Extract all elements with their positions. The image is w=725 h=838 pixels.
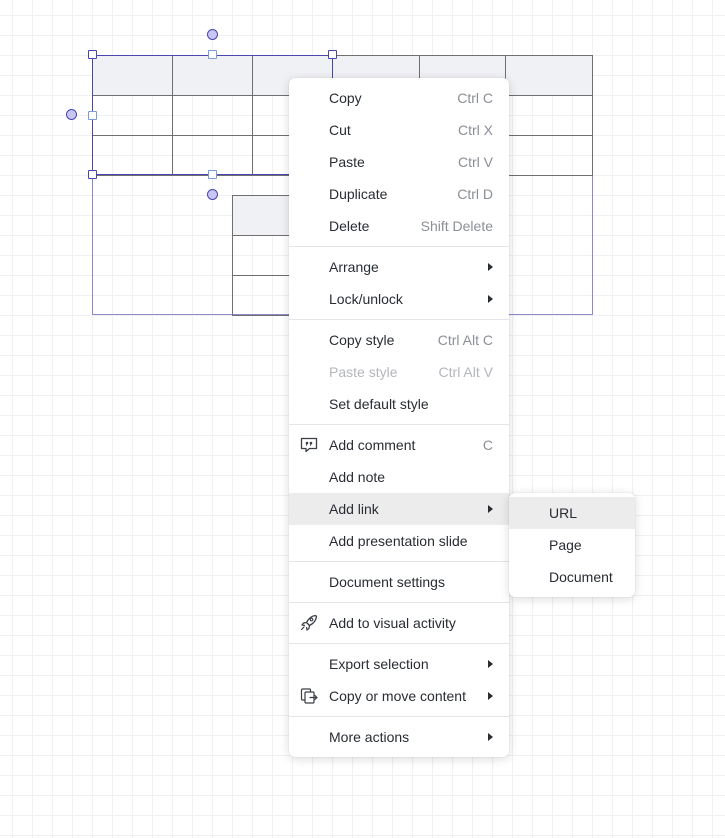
table-cell[interactable] [505, 95, 593, 136]
menu-item-label: Arrange [329, 259, 379, 275]
menu-item-more-actions[interactable]: More actions [289, 721, 509, 753]
menu-item-lock-unlock[interactable]: Lock/unlock [289, 283, 509, 315]
menu-item-copy[interactable]: Copy Ctrl C [289, 82, 509, 114]
menu-item-arrange[interactable]: Arrange [289, 251, 509, 283]
submenu-item-label: Page [549, 537, 582, 553]
table-cell[interactable] [505, 135, 593, 176]
menu-item-shortcut: Ctrl C [457, 90, 493, 106]
menu-item-label: Add link [329, 501, 379, 517]
resize-handle-left[interactable] [88, 111, 97, 120]
menu-item-label: Export selection [329, 656, 429, 672]
resize-handle-top[interactable] [208, 50, 217, 59]
menu-item-shortcut: Ctrl V [458, 154, 493, 170]
menu-item-set-default-style[interactable]: Set default style [289, 388, 509, 420]
menu-item-shortcut: Ctrl Alt V [438, 364, 493, 380]
menu-item-delete[interactable]: Delete Shift Delete [289, 210, 509, 242]
menu-item-label: Paste [329, 154, 365, 170]
menu-item-export-selection[interactable]: Export selection [289, 648, 509, 680]
menu-item-shortcut: Ctrl X [458, 122, 493, 138]
menu-item-label: Copy [329, 90, 362, 106]
submenu-item-label: URL [549, 505, 578, 521]
menu-item-paste[interactable]: Paste Ctrl V [289, 146, 509, 178]
table-cell[interactable] [232, 195, 293, 236]
menu-item-label: Add to visual activity [329, 615, 456, 631]
copy-move-icon [299, 687, 319, 705]
menu-divider [289, 643, 509, 644]
table-cell[interactable] [232, 235, 293, 276]
submenu-arrow-icon [488, 263, 493, 271]
menu-item-shortcut: C [482, 437, 493, 453]
menu-item-label: Delete [329, 218, 370, 234]
add-row-below-handle[interactable] [207, 189, 218, 200]
submenu-item-document[interactable]: Document [509, 561, 635, 593]
menu-item-label: Cut [329, 122, 351, 138]
menu-item-label: Add note [329, 469, 386, 485]
menu-item-label: Add presentation slide [329, 533, 468, 549]
menu-item-label: Set default style [329, 396, 429, 412]
menu-item-label: Paste style [329, 364, 398, 380]
add-row-above-handle[interactable] [207, 29, 218, 40]
menu-item-label: Lock/unlock [329, 291, 403, 307]
table-cell[interactable] [172, 55, 253, 96]
resize-handle-top-right[interactable] [328, 50, 337, 59]
resize-handle-top-left[interactable] [88, 50, 97, 59]
add-link-submenu: URL Page Document [509, 493, 635, 597]
menu-item-label: Copy or move content [329, 688, 466, 704]
menu-item-add-note[interactable]: Add note [289, 461, 509, 493]
menu-item-label: Add comment [329, 437, 416, 453]
menu-item-shortcut: Ctrl D [457, 186, 493, 202]
submenu-item-url[interactable]: URL [509, 497, 635, 529]
submenu-item-label: Document [549, 569, 613, 585]
menu-item-label: More actions [329, 729, 410, 745]
add-column-left-handle[interactable] [66, 109, 77, 120]
table-cell[interactable] [232, 275, 293, 316]
context-menu: Copy Ctrl C Cut Ctrl X Paste Ctrl V Dupl… [289, 78, 509, 757]
submenu-arrow-icon [488, 295, 493, 303]
menu-item-add-presentation-slide[interactable]: Add presentation slide [289, 525, 509, 557]
table-cell[interactable] [92, 135, 173, 176]
submenu-arrow-icon [488, 660, 493, 668]
menu-item-copy-style[interactable]: Copy style Ctrl Alt C [289, 324, 509, 356]
menu-divider [289, 716, 509, 717]
submenu-arrow-icon [488, 733, 493, 741]
rocket-icon [299, 614, 319, 632]
menu-item-add-link[interactable]: Add link [289, 493, 509, 525]
menu-item-duplicate[interactable]: Duplicate Ctrl D [289, 178, 509, 210]
submenu-arrow-icon [488, 692, 493, 700]
resize-handle-bottom[interactable] [208, 170, 217, 179]
menu-item-paste-style: Paste style Ctrl Alt V [289, 356, 509, 388]
menu-divider [289, 246, 509, 247]
menu-divider [289, 561, 509, 562]
menu-item-add-to-visual-activity[interactable]: Add to visual activity [289, 607, 509, 639]
submenu-item-page[interactable]: Page [509, 529, 635, 561]
menu-item-shortcut: Shift Delete [420, 218, 493, 234]
menu-divider [289, 424, 509, 425]
menu-item-cut[interactable]: Cut Ctrl X [289, 114, 509, 146]
menu-divider [289, 602, 509, 603]
menu-item-label: Document settings [329, 574, 445, 590]
menu-item-add-comment[interactable]: Add comment C [289, 429, 509, 461]
menu-item-copy-or-move-content[interactable]: Copy or move content [289, 680, 509, 712]
menu-item-shortcut: Ctrl Alt C [437, 332, 493, 348]
menu-item-document-settings[interactable]: Document settings [289, 566, 509, 598]
table-cell[interactable] [505, 55, 593, 96]
menu-divider [289, 319, 509, 320]
resize-handle-bottom-left[interactable] [88, 170, 97, 179]
submenu-arrow-icon [488, 505, 493, 513]
comment-icon [299, 436, 319, 454]
menu-item-label: Copy style [329, 332, 395, 348]
menu-item-label: Duplicate [329, 186, 388, 202]
table-cell[interactable] [92, 55, 173, 96]
